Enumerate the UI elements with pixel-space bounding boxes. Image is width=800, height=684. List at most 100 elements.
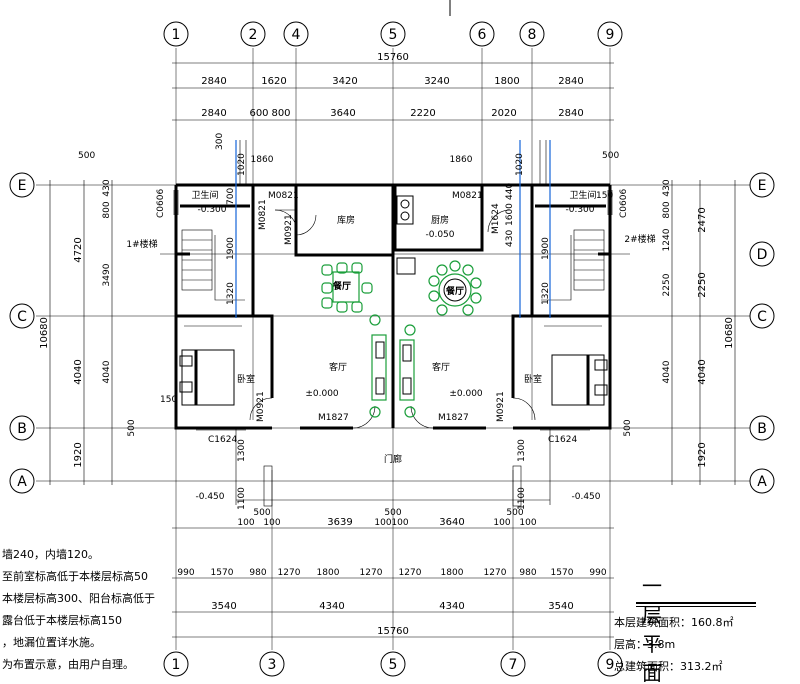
bottom-dimensions: 100 500 100 3639 100 100 500 3640 100 50… (172, 508, 614, 638)
left-axis-label: A (17, 474, 27, 490)
dim-label: 100 (493, 518, 510, 528)
room-label-stair-left: 1#楼梯 (126, 238, 157, 250)
left-dimensions: 10680 4720 4040 1920 430 800 3490 4040 5… (39, 179, 137, 485)
stair-left (181, 229, 245, 301)
dim-label: 4340 (439, 601, 464, 612)
bed-left (179, 325, 242, 406)
dim-label: 500 (602, 151, 619, 161)
dim-label: 1570 (551, 568, 574, 578)
dim-label: 500 (127, 419, 137, 436)
stat-label: 层高 (614, 638, 636, 651)
left-axis-bubbles: E C B A (9, 172, 35, 494)
dim-label: 2250 (662, 273, 672, 296)
note-line: 本楼层标高300、阳台标高低于 (2, 592, 155, 605)
tag-window: C0606 (619, 189, 629, 218)
stat-value: 160.8㎡ (691, 616, 734, 629)
level-out-right: -0.450 (571, 492, 600, 502)
dim-label: 3240 (424, 76, 449, 87)
dim-label: 4340 (319, 601, 344, 612)
note-line: 至前室标高低于本楼层标高50 (2, 570, 148, 583)
dim-label: 1100 (237, 487, 247, 510)
dim-right-total: 10680 (724, 317, 735, 349)
room-label-dining-left: 餐厅 (332, 280, 351, 292)
dim-label: 990 (589, 568, 606, 578)
tag-door: M0821 (268, 191, 299, 201)
dim-label: 3490 (102, 263, 112, 286)
room-labels: 卫生间 -0.300 卫生间 -0.300 库房 厨房 -0.050 餐厅 餐厅… (126, 189, 655, 502)
dim-label: 4040 (73, 359, 84, 384)
dim-label: 4040 (102, 360, 112, 383)
room-label-porch: 门廊 (384, 453, 402, 465)
dim-label: 430 (505, 230, 515, 247)
dim-label: 2470 (697, 207, 708, 232)
top-axis-label: 8 (528, 27, 537, 43)
dim-label: 800 (271, 108, 290, 119)
dim-label: 1100 (517, 487, 527, 510)
room-label-living-left: 客厅 (329, 361, 347, 373)
dim-label: 700 (226, 188, 236, 205)
dim-label: 1860 (251, 155, 274, 165)
bottom-axis-label: 1 (172, 657, 181, 673)
tag-door: M1827 (318, 413, 349, 423)
level-living-right: ±0.000 (449, 389, 483, 399)
top-axis-bubbles: 1 2 4 5 6 8 9 (163, 21, 623, 47)
dim-label: 1800 (441, 568, 464, 578)
dim-label: 1900 (541, 237, 551, 260)
dim-label: 3540 (548, 601, 573, 612)
dim-label: 1270 (399, 568, 422, 578)
dim-label: 4040 (697, 359, 708, 384)
level-living-left: ±0.000 (305, 389, 339, 399)
dim-label: 1800 (494, 76, 519, 87)
dim-top-total: 15760 (377, 52, 409, 63)
blue-lines (235, 140, 551, 318)
dim-label: 500 (78, 151, 95, 161)
dim-label: 1240 (662, 228, 672, 251)
room-label-kitchen: 厨房 (431, 214, 449, 226)
stat-floor-area: 本层建筑面积：160.8㎡ (614, 616, 734, 629)
dim-label: 1900 (226, 237, 236, 260)
drawing-title: 一层平面图 (642, 574, 663, 684)
dim-label: 800 (662, 201, 672, 218)
sofa-right (399, 324, 416, 418)
dim-label: 500 (506, 508, 523, 518)
right-axis-label: E (758, 178, 767, 194)
dim-label: 2840 (201, 76, 226, 87)
top-axis-label: 9 (606, 27, 615, 43)
dim-label: 4040 (662, 360, 672, 383)
level-wc-right: -0.300 (565, 205, 594, 215)
bottom-axis-label: 7 (509, 657, 518, 673)
top-axis-label: 6 (478, 27, 487, 43)
room-label-wc-right: 卫生间 (569, 189, 596, 201)
dim-label: 430 (662, 179, 672, 196)
dim-label: 1270 (278, 568, 301, 578)
dim-label: 1600 (505, 203, 515, 226)
dim-label: 430 (102, 179, 112, 196)
stat-total-area: 总建筑面积：313.2㎡ (614, 660, 723, 673)
right-axis-label: C (757, 309, 767, 325)
bed-right (544, 325, 608, 406)
right-axis-label: B (757, 421, 767, 437)
right-axis-label: D (757, 247, 768, 263)
dim-label: 1320 (226, 282, 236, 305)
kitchen-stove (396, 195, 416, 275)
tag-window: C1624 (208, 435, 237, 445)
room-label-living-right: 客厅 (432, 361, 450, 373)
room-label-bedroom-right: 卧室 (524, 373, 542, 385)
tag-door: M0921 (284, 214, 294, 245)
top-axis-label: 1 (172, 27, 181, 43)
dim-label: 500 (623, 419, 633, 436)
dim-label: 100 (263, 518, 280, 528)
dim-label: 2840 (558, 76, 583, 87)
dim-label: 1800 (317, 568, 340, 578)
dim-label: 1860 (450, 155, 473, 165)
dim-label: 2840 (558, 108, 583, 119)
level-wc-left: -0.300 (197, 205, 226, 215)
design-notes: 墙240，内墙120。 至前室标高低于本楼层标高50 本楼层标高300、阳台标高… (2, 544, 155, 676)
dim-label: 990 (177, 568, 194, 578)
right-axis-bubbles: E D C B A (749, 172, 775, 494)
stat-label: 本层建筑面积 (614, 616, 680, 629)
dim-label: 100 (519, 518, 536, 528)
dim-label: 1020 (237, 153, 247, 176)
dim-label: 1270 (484, 568, 507, 578)
stat-label: 总建筑面积 (614, 660, 669, 673)
